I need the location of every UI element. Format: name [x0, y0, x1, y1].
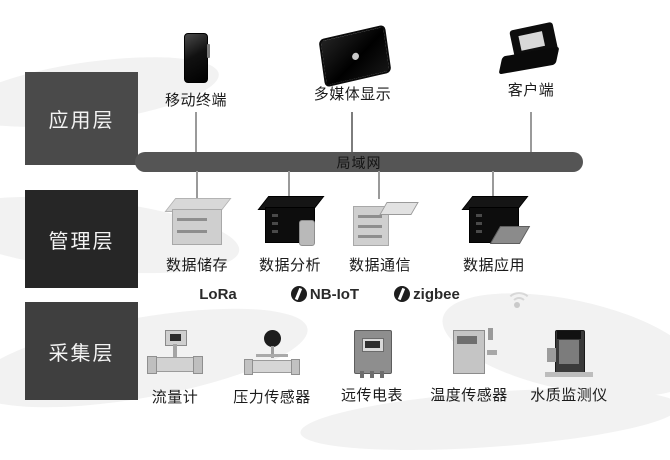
protocol-label: LoRa — [199, 286, 237, 303]
device-client: 客户端 — [497, 21, 565, 100]
device-data-application: 数据应用 — [452, 196, 536, 275]
flow-meter-icon — [147, 330, 203, 382]
device-label: 数据储存 — [165, 258, 228, 274]
water-quality-icon — [541, 328, 597, 380]
device-water-quality-monitor: 水质监测仪 — [525, 328, 613, 405]
protocol-lora: LoRa — [178, 286, 258, 303]
device-data-communication: 数据通信 — [338, 196, 422, 275]
protocol-nb-iot: NB-IoT — [275, 286, 375, 303]
network-label: 局域网 — [336, 157, 382, 172]
protocol-wireless — [492, 280, 542, 312]
device-label: 客户端 — [507, 83, 555, 99]
device-label: 水质监测仪 — [530, 388, 608, 404]
analysis-server-icon — [257, 196, 325, 246]
connector-line-data-analysis — [288, 171, 290, 199]
device-label: 数据通信 — [348, 258, 411, 274]
device-data-analysis: 数据分析 — [248, 196, 332, 275]
network-bar-lan: 局域网 — [135, 152, 583, 172]
layer-box-collection: 采集层 — [25, 302, 138, 400]
layer-label-management: 管理层 — [48, 230, 115, 253]
electricity-meter-icon — [344, 328, 400, 380]
connector-line-multimedia-display — [351, 112, 353, 153]
pressure-sensor-icon — [244, 330, 300, 382]
laptop-icon — [498, 21, 562, 75]
zigbee-mark-icon — [394, 286, 411, 302]
temperature-sensor-icon — [441, 328, 497, 380]
device-label: 多媒体显示 — [313, 87, 392, 103]
smartphone-icon — [184, 33, 210, 83]
storage-server-icon — [164, 198, 232, 248]
device-temperature-sensor: 温度传感器 — [425, 328, 513, 405]
connector-line-data-communication — [378, 171, 380, 199]
connector-line-data-application — [492, 171, 494, 199]
iot-architecture-diagram: 应用层 管理层 采集层 移动终端 多媒体显示 客户端 局域网 — [0, 0, 670, 427]
device-flow-meter: 流量计 — [145, 330, 205, 407]
device-mobile-terminal: 移动终端 — [165, 33, 227, 110]
protocol-zigbee: zigbee — [372, 286, 482, 303]
device-label: 温度传感器 — [430, 388, 508, 404]
layer-box-management: 管理层 — [25, 190, 138, 288]
application-server-icon — [461, 196, 531, 246]
device-data-storage: 数据储存 — [155, 198, 239, 275]
connector-line-client — [530, 112, 532, 153]
device-multimedia-display: 多媒体显示 — [305, 24, 400, 104]
tablet-icon — [318, 24, 391, 88]
wireless-signal-icon — [502, 280, 532, 308]
device-label: 数据应用 — [462, 258, 525, 274]
connector-line-data-storage — [196, 171, 198, 199]
layer-label-collection: 采集层 — [48, 342, 115, 365]
device-label: 远传电表 — [340, 388, 403, 404]
communication-server-icon — [353, 196, 419, 246]
layer-label-application: 应用层 — [48, 110, 115, 132]
device-label: 流量计 — [151, 390, 199, 406]
device-label: 移动终端 — [165, 93, 228, 109]
device-label: 数据分析 — [258, 258, 321, 274]
connector-line-mobile-terminal — [195, 112, 197, 153]
device-pressure-sensor: 压力传感器 — [228, 330, 316, 407]
device-remote-electricity-meter: 远传电表 — [337, 328, 407, 405]
layer-box-application: 应用层 — [25, 72, 138, 165]
nb-iot-mark-icon — [290, 286, 307, 302]
protocol-label: NB-IoT — [309, 286, 360, 303]
device-label: 压力传感器 — [233, 390, 311, 406]
protocol-label: zigbee — [413, 286, 460, 303]
